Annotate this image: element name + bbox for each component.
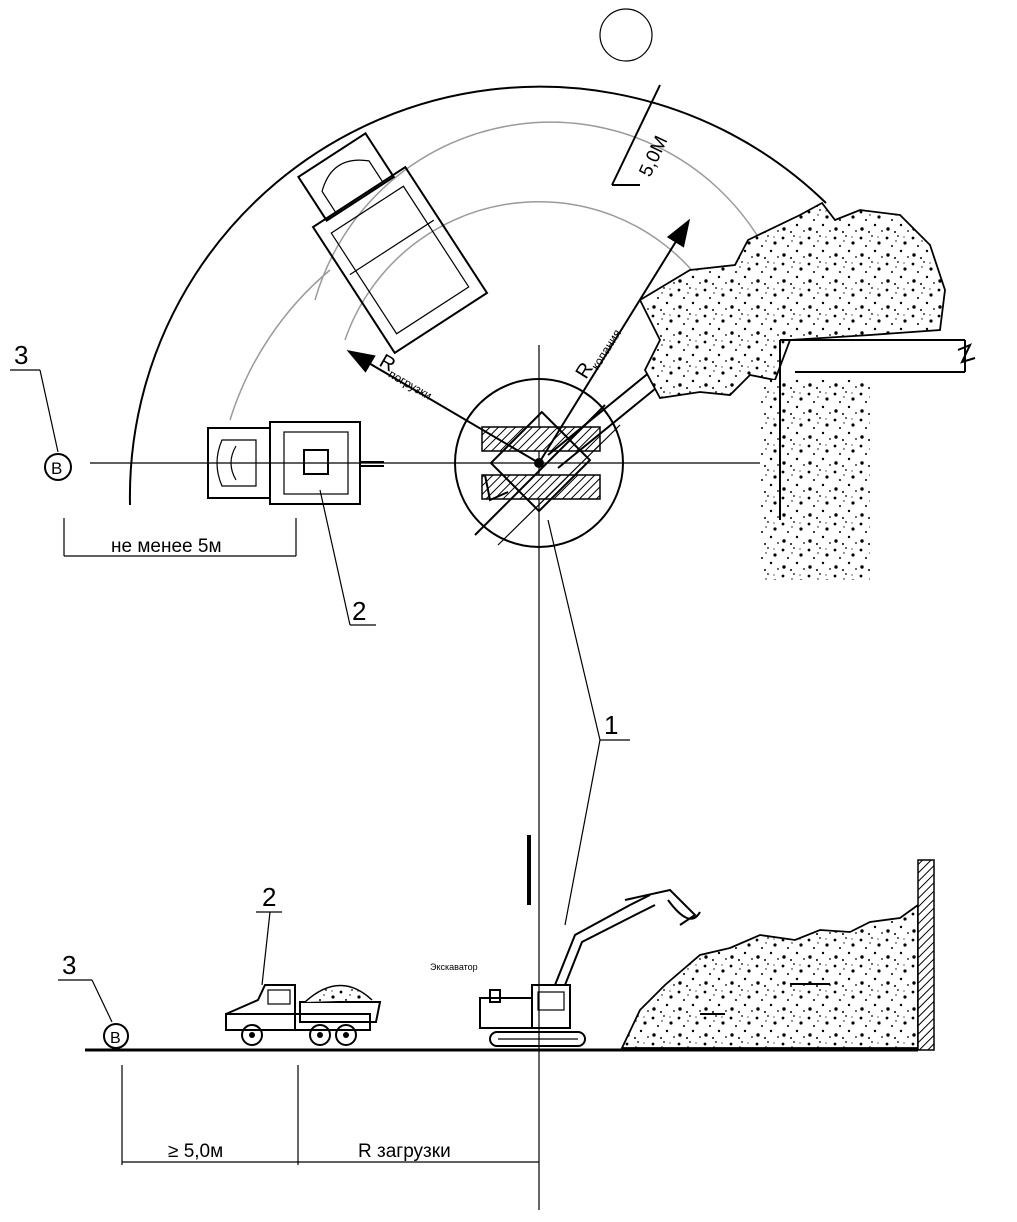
label-2-bottom: 2 — [262, 882, 276, 912]
swing-diagonal-2 — [497, 424, 621, 546]
arc-dimension-line — [611, 84, 661, 186]
r-load-arrow — [346, 349, 540, 464]
gray-arc-inner — [344, 201, 701, 341]
excavator-side — [479, 888, 701, 1047]
gray-arc-outer — [314, 121, 761, 301]
svg-text:погрузки: погрузки — [386, 367, 434, 403]
dim-r-load-label: R загрузки — [358, 1141, 451, 1162]
sun-circle — [599, 8, 653, 62]
leader-1-top — [547, 519, 601, 741]
leader-1-bottom — [564, 739, 601, 926]
rubble-pile-side — [620, 903, 919, 1049]
leader-2-top — [319, 489, 351, 626]
label-3-bottom: 3 — [62, 950, 76, 980]
leader-2-bottom-diag — [261, 911, 271, 986]
axis-height-mark — [527, 835, 531, 905]
marker-b-top — [44, 453, 72, 481]
r-dig-label: R копания — [572, 327, 624, 383]
dim-ge-5m-label: ≥ 5,0м — [168, 1141, 223, 1162]
gray-arc-truck — [229, 269, 331, 421]
label-3-top: 3 — [14, 340, 28, 370]
outer-danger-arc — [128, 85, 827, 506]
wall-side — [917, 859, 935, 1051]
dim-not-less-label: не менее 5м — [111, 536, 222, 557]
marker-b-top-letter: B — [51, 459, 62, 478]
small-angle-mark — [484, 474, 509, 502]
marker-b-bottom-letter: B — [110, 1030, 121, 1047]
r-load-label: R погрузки — [376, 350, 435, 403]
r-dig-arrow — [538, 218, 691, 464]
label-2-top: 2 — [352, 596, 366, 626]
rubble-pile-plan — [638, 201, 946, 399]
beam-break — [957, 343, 976, 364]
leader-3-top-diag — [39, 369, 59, 453]
debris-fall-area — [760, 380, 870, 580]
dump-truck-plan-angled — [296, 131, 489, 355]
dump-truck-side — [225, 984, 382, 1046]
excavator-cabin-plan — [489, 410, 592, 513]
leader-3-bottom-diag — [91, 979, 113, 1023]
dump-truck-plan-horizontal — [207, 421, 384, 505]
excavator-turntable — [454, 378, 624, 548]
label-1: 1 — [604, 710, 618, 740]
excavator-tag: Экскаватор — [430, 962, 478, 972]
marker-b-bottom — [103, 1023, 129, 1049]
svg-text:копания: копания — [588, 327, 624, 373]
wall-beam-plan — [780, 339, 966, 373]
